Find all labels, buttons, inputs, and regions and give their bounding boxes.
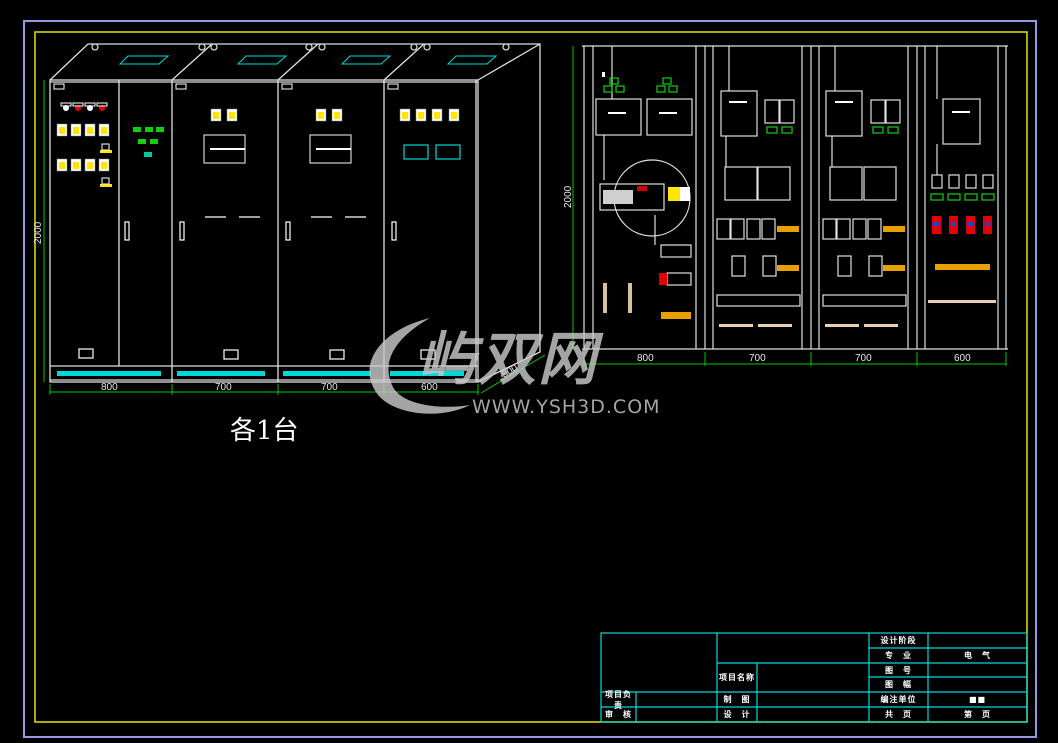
watermark-logo-icon	[369, 318, 470, 414]
layout-width-dim-4: 600	[954, 353, 971, 364]
tb-design-stage: 设计阶段	[880, 636, 917, 645]
front-width-dim-4: 600	[421, 382, 438, 393]
tb-specialty-value: 电 气	[964, 651, 991, 660]
roof-vents	[118, 55, 498, 65]
tb-project-name: 项目名称	[719, 673, 755, 682]
layout-green-switches	[603, 77, 995, 201]
front-height-dim: 2000	[33, 221, 44, 244]
layout-dimensions	[572, 46, 1007, 366]
tb-sheet-size: 图 幅	[885, 680, 912, 689]
layout-fuses	[603, 186, 996, 327]
tb-page-no: 第 页	[964, 710, 991, 719]
front-dimensions	[43, 80, 546, 395]
cabinet-front-view	[49, 43, 541, 383]
tb-total-pages: 共 页	[885, 710, 912, 719]
tb-drawing-no: 图 号	[885, 665, 912, 675]
front-width-dim-1: 800	[101, 382, 118, 393]
tb-specialty-label: 专 业	[885, 651, 912, 660]
title-block-grid	[600, 632, 1028, 723]
analog-meters	[56, 108, 460, 187]
front-width-dim-3: 700	[321, 382, 338, 393]
outer-frame	[23, 20, 1037, 738]
tb-design-unit-value: ■■	[968, 695, 987, 704]
digital-meters	[403, 144, 461, 160]
nameplates	[53, 83, 399, 90]
selector-switches	[133, 127, 164, 157]
plinth-vents	[57, 371, 464, 376]
cabinet-layout-view	[582, 45, 1008, 350]
lifting-eyes	[91, 43, 510, 51]
tb-approved: 审 核	[605, 710, 632, 719]
inner-frame	[34, 31, 1028, 723]
tb-design-unit: 编注单位	[880, 695, 917, 704]
tb-project-manager: 项目负责	[605, 689, 632, 710]
layout-width-dim-2: 700	[749, 353, 766, 364]
tb-drawn-by: 制 图	[723, 695, 751, 704]
door-handles	[78, 216, 436, 360]
tb-designed-by: 设 计	[723, 710, 751, 719]
indicator-lamps	[60, 102, 108, 111]
front-width-dim-2: 700	[215, 382, 232, 393]
watermark-brand: 屿双网	[418, 325, 599, 393]
layout-width-dim-1: 800	[637, 353, 654, 364]
watermark-url: WWW.YSH3D.COM	[472, 396, 661, 418]
quantity-label: 各1台	[230, 416, 299, 446]
layout-width-dim-3: 700	[855, 353, 872, 364]
layout-height-dim: 2000	[563, 185, 574, 208]
